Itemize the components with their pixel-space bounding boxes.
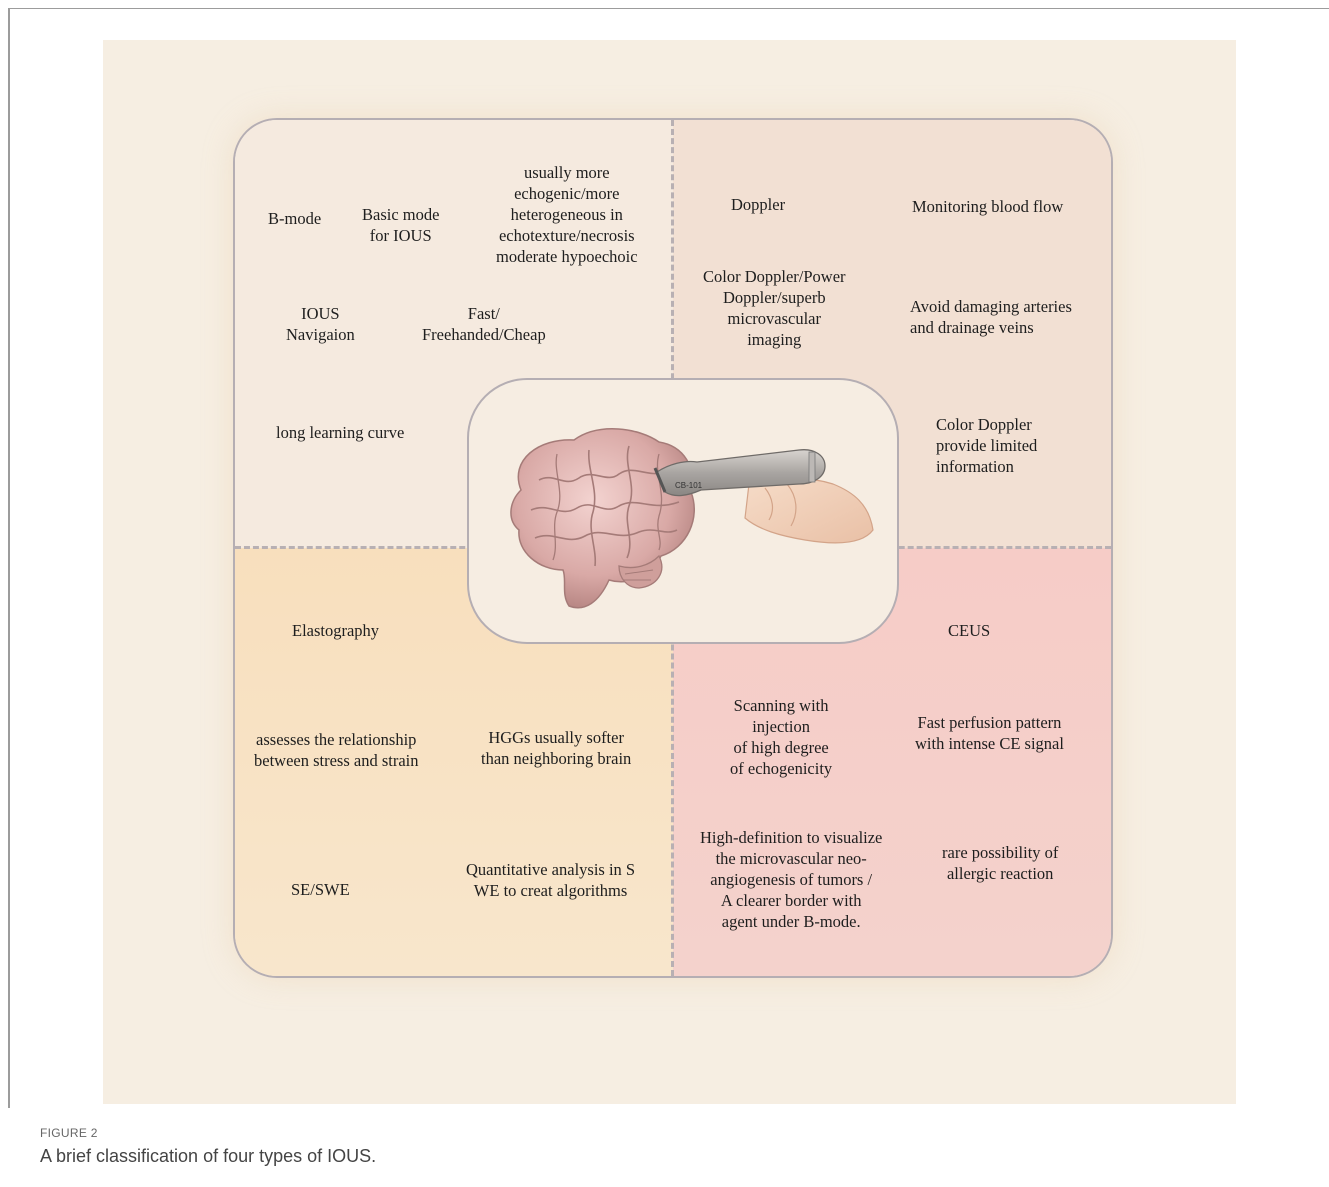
frame-top-line bbox=[8, 8, 1329, 9]
probe-label: CB-101 bbox=[675, 481, 703, 490]
elastography-item-4: Quantitative analysis in S WE to creat a… bbox=[466, 859, 635, 901]
figure-label: FIGURE 2 bbox=[40, 1126, 98, 1140]
b-mode-item-2: usually more echogenic/more heterogeneou… bbox=[496, 162, 638, 267]
doppler-item-3: Avoid damaging arteries and drainage vei… bbox=[910, 296, 1072, 338]
hand-icon bbox=[745, 478, 873, 543]
b-mode-item-5: long learning curve bbox=[276, 422, 404, 443]
brain-icon bbox=[511, 429, 694, 608]
doppler-title: Doppler bbox=[731, 194, 785, 215]
frame-left-line bbox=[8, 8, 10, 1108]
elastography-title: Elastography bbox=[292, 620, 379, 641]
doppler-item-2: Color Doppler/Power Doppler/superb micro… bbox=[703, 266, 846, 350]
doppler-item-4: Color Doppler provide limited informatio… bbox=[936, 414, 1037, 477]
figure-caption: A brief classification of four types of … bbox=[40, 1146, 376, 1167]
elastography-item-1: assesses the relationship between stress… bbox=[254, 729, 419, 771]
brain-probe-illustration-box: CB-101 bbox=[467, 378, 899, 644]
ceus-item-3: High-definition to visualize the microva… bbox=[700, 827, 882, 932]
ceus-item-2: Fast perfusion pattern with intense CE s… bbox=[915, 712, 1064, 754]
elastography-item-3: SE/SWE bbox=[291, 879, 350, 900]
ceus-item-4: rare possibility of allergic reaction bbox=[942, 842, 1058, 884]
b-mode-title: B-mode bbox=[268, 208, 321, 229]
doppler-item-1: Monitoring blood flow bbox=[912, 196, 1063, 217]
b-mode-item-4: Fast/ Freehanded/Cheap bbox=[422, 303, 546, 345]
brain-probe-illustration: CB-101 bbox=[469, 380, 897, 642]
b-mode-item-1: Basic mode for IOUS bbox=[362, 204, 439, 246]
ceus-title: CEUS bbox=[948, 620, 990, 641]
elastography-item-2: HGGs usually softer than neighboring bra… bbox=[481, 727, 631, 769]
ceus-item-1: Scanning with injection of high degree o… bbox=[730, 695, 832, 779]
b-mode-item-3: IOUS Navigaion bbox=[286, 303, 355, 345]
